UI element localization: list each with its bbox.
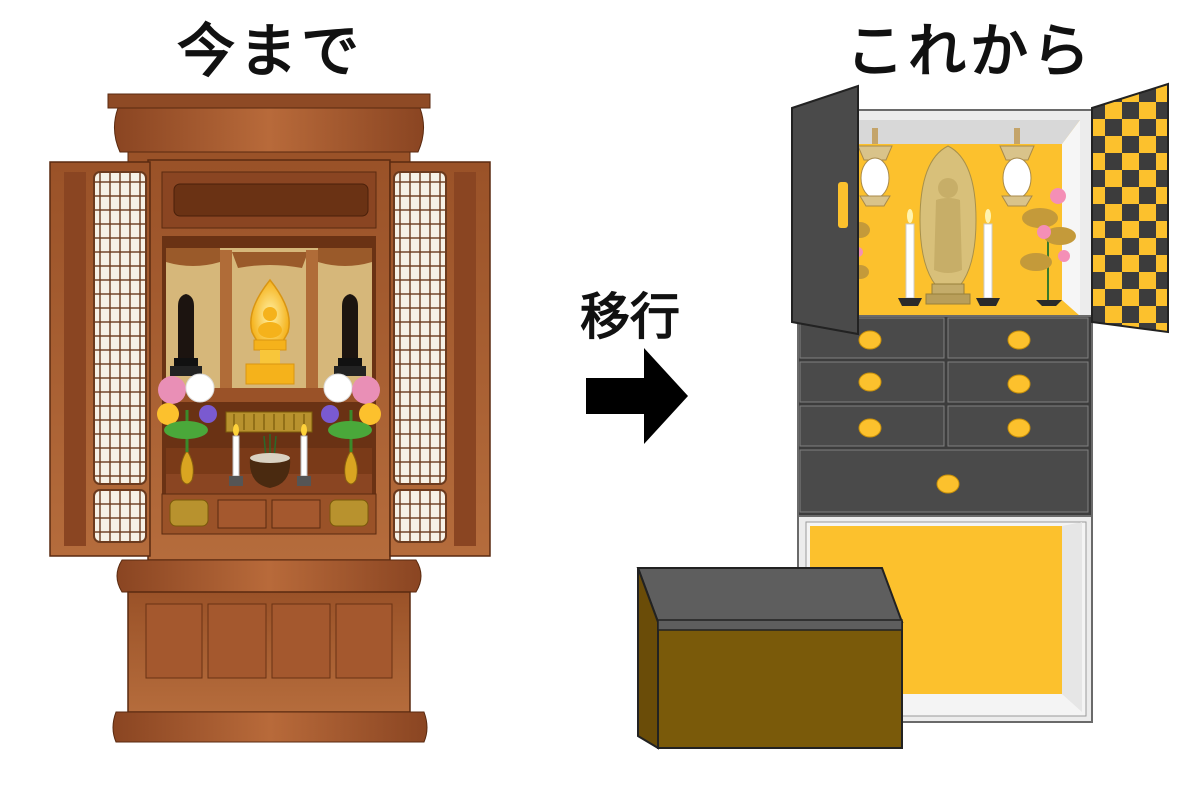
left-door: [49, 161, 151, 557]
incense-burner: [249, 434, 291, 488]
left-door: [791, 84, 859, 336]
candle-right: [976, 209, 1000, 306]
arrow-right-icon: [586, 348, 688, 444]
lantern-right: [999, 128, 1035, 207]
right-door: [1091, 82, 1169, 334]
memorial-tablet-left: [170, 294, 202, 376]
candle-right: [297, 424, 311, 486]
title-after: これから: [845, 17, 1094, 85]
drawer-cabinet: [797, 315, 1093, 517]
traditional-butsudan: [49, 93, 491, 743]
title-before: 今まで: [176, 17, 363, 85]
golden-buddha-statue: [245, 278, 295, 385]
buddha-statue: [919, 145, 977, 305]
flower-arrangement-left: [157, 373, 217, 485]
lantern-left: [857, 128, 893, 207]
lotus-flowers: [850, 188, 1076, 306]
candle-left: [229, 424, 243, 486]
flower-arrangement-right: [321, 373, 381, 485]
memorial-tablet-right: [334, 294, 366, 376]
storage-chest: [636, 567, 904, 750]
candle-left: [898, 209, 922, 306]
transition-label: 移行: [580, 287, 680, 346]
right-door: [389, 161, 491, 557]
